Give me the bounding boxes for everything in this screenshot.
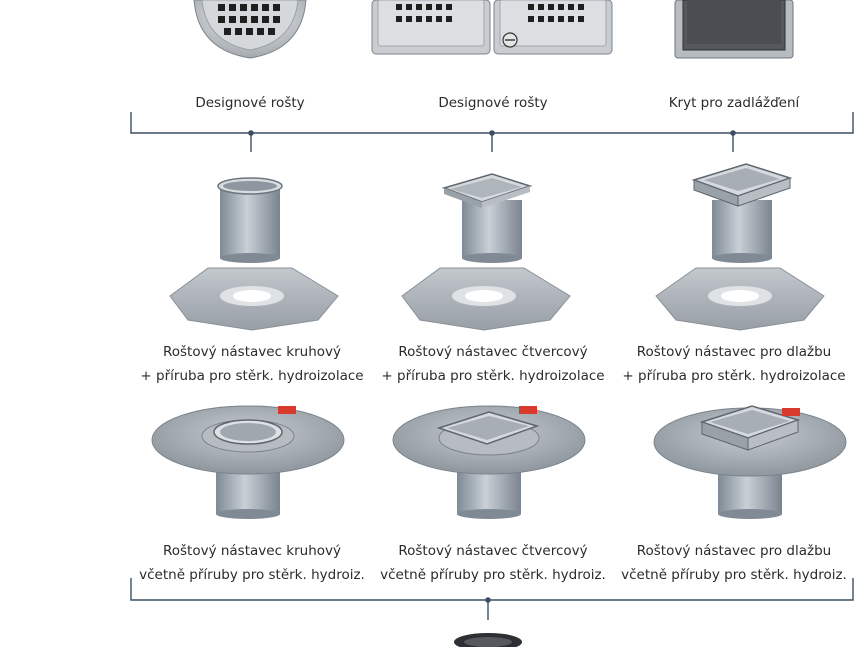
square-design-grates-image bbox=[370, 0, 616, 58]
bottom-caption-3-line2: včetně příruby pro stěrk. hydroiz. bbox=[621, 567, 847, 583]
middle-caption-3-line2: + příruba pro stěrk. hydroizolace bbox=[622, 368, 846, 384]
bottom-connector-lines bbox=[130, 578, 854, 620]
bottom-caption-1: Roštový nástavec kruhový včetně příruby … bbox=[132, 539, 372, 587]
bottom-caption-1-line1: Roštový nástavec kruhový bbox=[162, 543, 342, 559]
round-adapter-integrated-flange-image bbox=[151, 405, 345, 519]
square-adapter-integrated-flange-image bbox=[392, 405, 586, 519]
middle-caption-1: Roštový nástavec kruhový + příruba pro s… bbox=[132, 340, 372, 388]
middle-caption-3-line1: Roštový nástavec pro dlažbu bbox=[636, 344, 832, 360]
bottom-caption-2-line2: včetně příruby pro stěrk. hydroiz. bbox=[380, 567, 606, 583]
bottom-caption-1-line2: včetně příruby pro stěrk. hydroiz. bbox=[139, 567, 365, 583]
tile-adapter-integrated-flange-image bbox=[653, 405, 847, 519]
bottom-caption-2: Roštový nástavec čtvercový včetně přírub… bbox=[373, 539, 613, 587]
round-grate-adapter-with-flange-image bbox=[169, 177, 339, 331]
top-caption-2: Designové rošty bbox=[438, 95, 548, 111]
middle-caption-2: Roštový nástavec čtvercový + příruba pro… bbox=[373, 340, 613, 388]
middle-caption-2-line2: + příruba pro stěrk. hydroizolace bbox=[381, 368, 605, 384]
tile-adapter-with-flange-image bbox=[655, 163, 825, 331]
bottom-caption-3-line1: Roštový nástavec pro dlažbu bbox=[636, 543, 832, 559]
tile-cover-image bbox=[673, 0, 795, 60]
middle-caption-1-line1: Roštový nástavec kruhový bbox=[162, 344, 342, 360]
drain-body-partial-image bbox=[454, 633, 522, 647]
top-caption-3: Kryt pro zadlážďení bbox=[668, 95, 800, 111]
top-connector-lines bbox=[130, 112, 854, 152]
bottom-caption-3: Roštový nástavec pro dlažbu včetně příru… bbox=[614, 539, 854, 587]
middle-caption-3: Roštový nástavec pro dlažbu + příruba pr… bbox=[614, 340, 854, 388]
top-caption-1: Designové rošty bbox=[195, 95, 305, 111]
round-design-grate-image bbox=[190, 0, 310, 62]
middle-caption-2-line1: Roštový nástavec čtvercový bbox=[398, 344, 588, 360]
square-grate-adapter-with-flange-image bbox=[401, 173, 571, 331]
middle-caption-1-line2: + příruba pro stěrk. hydroizolace bbox=[140, 368, 364, 384]
bottom-caption-2-line1: Roštový nástavec čtvercový bbox=[398, 543, 588, 559]
